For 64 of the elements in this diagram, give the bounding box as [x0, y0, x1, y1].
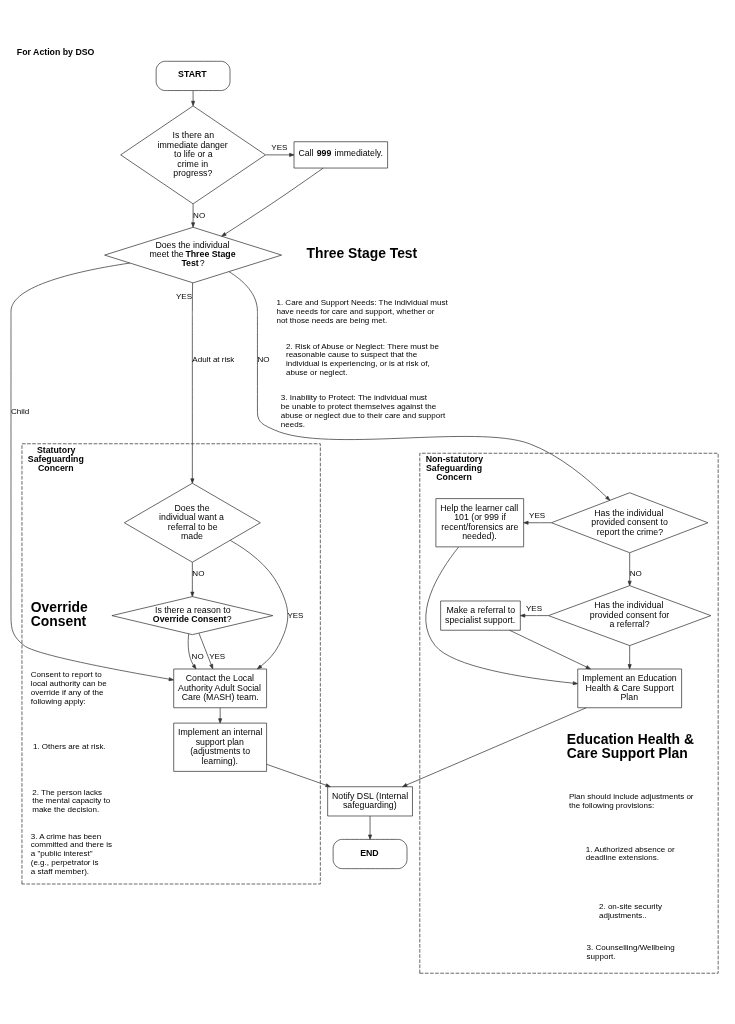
- arrow: [627, 644, 632, 669]
- arrow: [265, 152, 295, 157]
- node-box: Implement an internal support plan (adjustments to learning).: [173, 722, 267, 772]
- arrow: [402, 706, 587, 787]
- label: Override Consent: [30, 598, 88, 629]
- arrow: [187, 632, 197, 669]
- arrow: [228, 270, 611, 501]
- diagram-title: For Action by DSO: [16, 46, 95, 57]
- node-diamond: Is there a reason to Override Consent?: [111, 595, 274, 635]
- arrow: [10, 262, 174, 681]
- arrow: [198, 632, 214, 669]
- arrow: [509, 629, 591, 669]
- label: 2. Risk of Abuse or Neglect: There must be reasonable cause to suspect that the individual is experiencing, or is at risk of, abuse or neglect.: [285, 341, 439, 377]
- edge-label: NO: [192, 568, 205, 578]
- label: Education Health & Care Support Plan: [566, 730, 694, 761]
- node-box: Implement an Education Health & Care Support Plan: [577, 668, 682, 708]
- edge-label: YES: [287, 610, 304, 620]
- arrow: [190, 561, 195, 597]
- edge-label: NO: [193, 210, 206, 220]
- arrow: [191, 203, 195, 227]
- edge-label: NO: [629, 568, 642, 578]
- node-box: Notify DSL (Internal safeguarding): [327, 785, 413, 816]
- arrow: [520, 613, 549, 617]
- node-box: Call 999 immediately.: [293, 140, 388, 168]
- node-diamond: Has the individual provided consent for a referral?: [548, 584, 712, 646]
- node-box: END: [332, 838, 408, 869]
- arrow: [229, 539, 289, 669]
- arrow: [523, 520, 552, 525]
- arrow: [266, 763, 331, 787]
- edge-label: YES: [271, 142, 288, 152]
- edge-label: NO: [257, 354, 270, 364]
- arrow: [368, 815, 372, 840]
- arrow: [221, 167, 324, 237]
- edge-label: Child: [10, 406, 30, 416]
- label: 2. The person lacks the mental capacity to make the decision.: [32, 787, 111, 814]
- arrow: [191, 90, 195, 106]
- node-diamond: Is there an immediate danger to life or a crime in progress?: [120, 105, 266, 204]
- label: YES: [175, 291, 193, 301]
- arrow: [190, 282, 195, 484]
- arrow: [218, 707, 223, 723]
- label: 3. Counselling/Wellbeing support.: [586, 942, 675, 961]
- node-diamond: Does the individual meet the Three Stage Test?: [104, 226, 282, 283]
- label: Three Stage Test: [306, 244, 418, 261]
- label: 2. on-site security adjustments..: [598, 901, 662, 919]
- edge-label: Adult at risk: [192, 354, 235, 364]
- node-box: Help the learner call 101 (or 999 if recent/forensics are needed).: [435, 497, 524, 547]
- label: 3. A crime has been committed and there is a "public interest" (e.g., perpetrator is a staff member).: [30, 831, 112, 876]
- edge-label: YES: [529, 510, 546, 520]
- label: Consent to report to local authority can be override if any of the following apply:: [30, 669, 107, 706]
- arrow: [425, 546, 578, 685]
- edge-label: YES: [526, 603, 543, 613]
- node-box: Make a referral to specialist support.: [440, 600, 521, 631]
- label: Plan should include adjustments or the following provisions:: [568, 791, 694, 810]
- node-box: START: [155, 60, 231, 91]
- node-diamond: Has the individual provided consent to report the crime?: [551, 491, 709, 553]
- label: 1. Authorized absence or deadline extensions.: [585, 844, 675, 862]
- arrow: [627, 552, 632, 586]
- label: 3. Inability to Protect: The individual must be unable to protect themselves against the abuse or neglect due to their care and support needs.: [280, 392, 446, 429]
- edge-label: YES: [209, 651, 226, 661]
- label: 1. Care and Support Needs: The individual must have needs for care and support, whether or not those needs are being met.: [276, 297, 448, 325]
- node-box: Contact the Local Authority Adult Social Care (MASH) team.: [173, 668, 267, 708]
- node-diamond: Does the individual want a referral to be made: [123, 482, 261, 563]
- edge-label: NO: [191, 651, 204, 661]
- label: 1. Others are at risk.: [32, 741, 106, 751]
